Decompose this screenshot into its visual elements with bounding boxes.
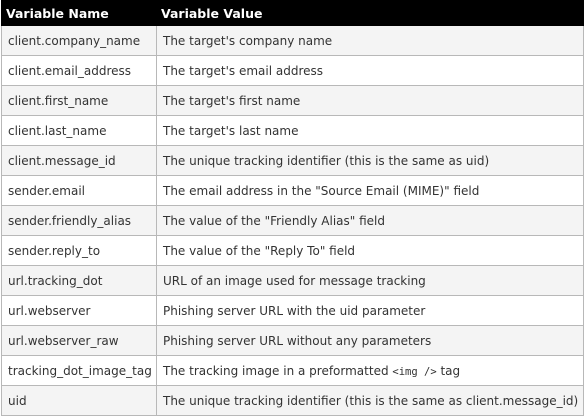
header-row: Variable Name Variable Value (1, 0, 584, 26)
variable-name-cell: client.email_address (1, 55, 157, 86)
table-row: url.tracking_dot URL of an image used fo… (1, 265, 584, 296)
table-row: sender.friendly_alias The value of the "… (1, 205, 584, 236)
table-row: url.webserver Phishing server URL with t… (1, 295, 584, 326)
variable-value-cell: The target's first name (156, 85, 584, 116)
header-variable-value: Variable Value (156, 0, 584, 26)
variable-name-cell: tracking_dot_image_tag (1, 355, 157, 386)
table-row: client.last_name The target's last name (1, 115, 584, 146)
value-text-prefix: The tracking image in a preformatted (163, 363, 393, 378)
table-row: url.webserver_raw Phishing server URL wi… (1, 325, 584, 356)
variable-name-cell: client.message_id (1, 145, 157, 176)
variable-name-cell: sender.reply_to (1, 235, 157, 266)
variable-value-cell: The email address in the "Source Email (… (156, 175, 584, 206)
img-tag-code: <img /> (392, 365, 437, 378)
variable-value-cell: The target's last name (156, 115, 584, 146)
variable-name-cell: url.webserver_raw (1, 325, 157, 356)
variable-value-cell: Phishing server URL with the uid paramet… (156, 295, 584, 326)
value-text-suffix: tag (436, 363, 461, 378)
variable-name-cell: url.tracking_dot (1, 265, 157, 296)
table-row: tracking_dot_image_tag The tracking imag… (1, 355, 584, 386)
table-row: sender.email The email address in the "S… (1, 175, 584, 206)
table-body: client.company_name The target's company… (1, 25, 584, 416)
variable-name-cell: client.last_name (1, 115, 157, 146)
variable-name-cell: sender.friendly_alias (1, 205, 157, 236)
table-row: client.email_address The target's email … (1, 55, 584, 86)
variable-value-cell: The tracking image in a preformatted <im… (156, 355, 584, 386)
variable-name-cell: sender.email (1, 175, 157, 206)
variable-value-cell: The value of the "Friendly Alias" field (156, 205, 584, 236)
table-row: client.first_name The target's first nam… (1, 85, 584, 116)
variable-value-cell: Phishing server URL without any paramete… (156, 325, 584, 356)
table-row: client.message_id The unique tracking id… (1, 145, 584, 176)
variable-value-cell: The target's email address (156, 55, 584, 86)
table-row: sender.reply_to The value of the "Reply … (1, 235, 584, 266)
variable-name-cell: client.company_name (1, 25, 157, 56)
variable-value-cell: The unique tracking identifier (this is … (156, 385, 584, 416)
table-header: Variable Name Variable Value (1, 0, 584, 26)
header-variable-name: Variable Name (1, 0, 157, 26)
table-row: uid The unique tracking identifier (this… (1, 385, 584, 416)
variable-name-cell: client.first_name (1, 85, 157, 116)
variable-value-cell: The value of the "Reply To" field (156, 235, 584, 266)
variable-value-cell: URL of an image used for message trackin… (156, 265, 584, 296)
variable-value-cell: The target's company name (156, 25, 584, 56)
variable-name-cell: uid (1, 385, 157, 416)
table-row: client.company_name The target's company… (1, 25, 584, 56)
variable-name-cell: url.webserver (1, 295, 157, 326)
variable-value-cell: The unique tracking identifier (this is … (156, 145, 584, 176)
